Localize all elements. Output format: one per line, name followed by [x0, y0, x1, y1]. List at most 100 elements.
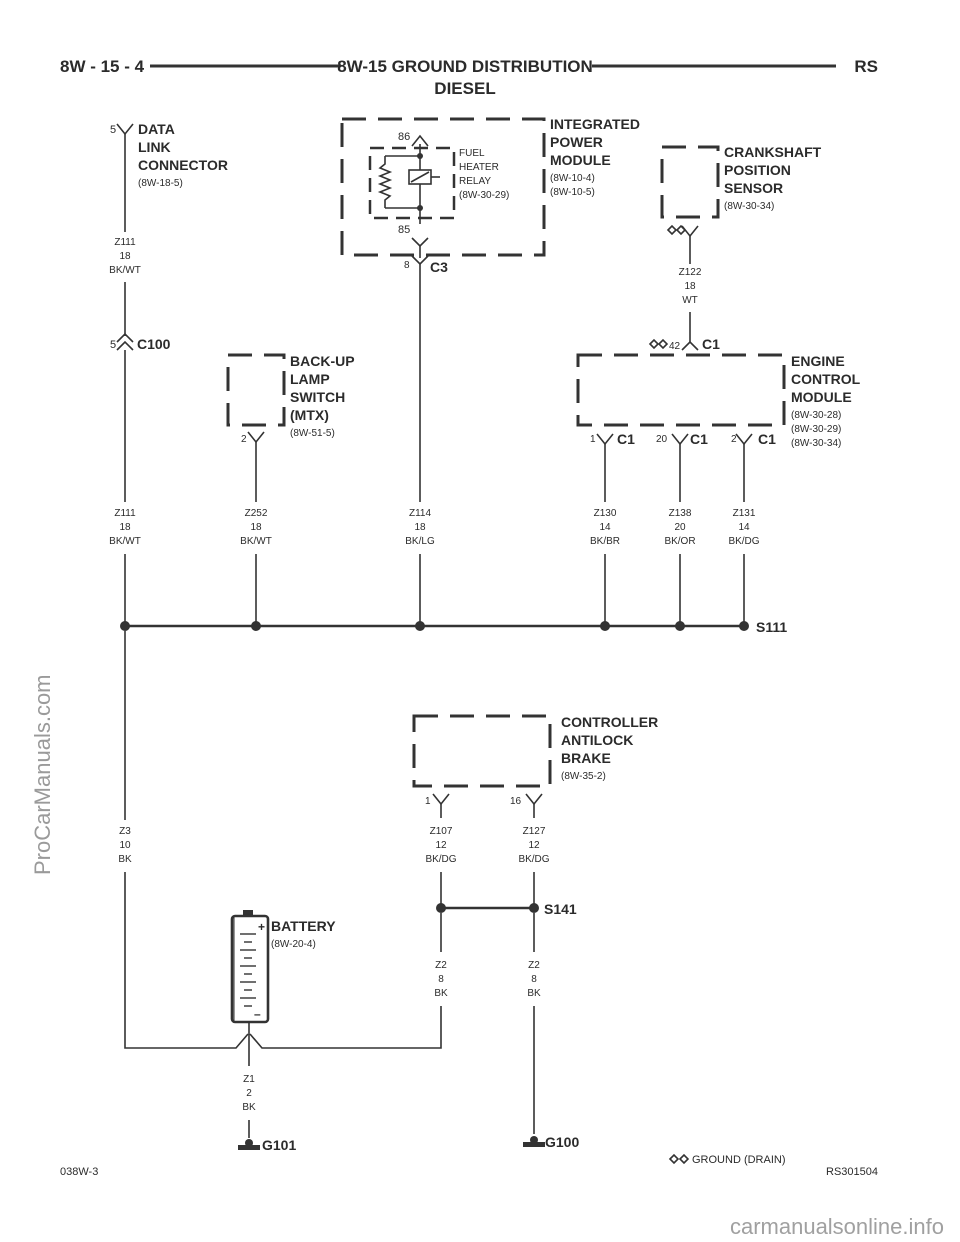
s141-label: S141	[544, 901, 577, 917]
svg-text:18: 18	[119, 522, 131, 533]
ckp-label-2: POSITION	[724, 162, 791, 178]
ground-g101: G101	[238, 1137, 296, 1153]
wire-label-z122: Z122 18 WT	[679, 267, 702, 306]
ecm-pin-20: 20	[656, 434, 668, 445]
battery: + – BATTERY (8W-20-4)	[230, 910, 336, 1024]
s111-label: S111	[756, 619, 787, 635]
svg-text:BK/DG: BK/DG	[518, 854, 549, 865]
wire-label-z107: Z107 12 BK/DG	[425, 826, 456, 865]
relay-label-3: RELAY	[459, 176, 491, 187]
cab-label-3: BRAKE	[561, 750, 611, 766]
svg-text:BK/WT: BK/WT	[109, 536, 141, 547]
cab-pin-1: 1	[425, 796, 431, 807]
ecm-conn-1: C1	[617, 431, 635, 447]
ecm-ref-1: (8W-30-28)	[791, 410, 841, 421]
dlc-label-3: CONNECTOR	[138, 157, 228, 173]
ground-icon	[238, 1139, 260, 1150]
female-terminal-icon	[116, 340, 134, 351]
controller-antilock-brake: CONTROLLER ANTILOCK BRAKE (8W-35-2) 1 16	[412, 714, 658, 807]
ipm-label-1: INTEGRATED	[550, 116, 640, 132]
dlc-ref: (8W-18-5)	[138, 178, 183, 189]
dlc-pin: 5	[110, 124, 116, 136]
integrated-power-module: INTEGRATED POWER MODULE (8W-10-4) (8W-10…	[340, 116, 640, 257]
svg-text:Z131: Z131	[733, 508, 756, 519]
svg-text:Z111: Z111	[114, 508, 136, 519]
female-terminal-icon	[247, 431, 265, 444]
svg-text:Z122: Z122	[679, 267, 702, 278]
ipm-ref-1: (8W-10-4)	[550, 173, 595, 184]
svg-text:8: 8	[531, 974, 537, 985]
svg-text:10: 10	[119, 840, 131, 851]
model-code: RS	[854, 57, 878, 76]
svg-text:BK/DG: BK/DG	[425, 854, 456, 865]
page-header: 8W - 15 - 4 8W-15 GROUND DISTRIBUTION RS…	[60, 57, 878, 98]
resistor-icon	[377, 156, 393, 208]
ecm-conn-2: C1	[690, 431, 708, 447]
wire-label-z3: Z3 10 BK	[118, 826, 132, 865]
g101-label: G101	[262, 1137, 296, 1153]
wire-label-z2-right: Z2 8 BK	[527, 960, 541, 999]
engine-control-module: 42 C1 ENGINE CONTROL MODULE (8W-30-28) (…	[576, 336, 861, 449]
svg-text:12: 12	[528, 840, 540, 851]
ground-drain-icon	[648, 338, 669, 350]
battery-minus: –	[254, 1007, 261, 1021]
ecm-top-pin: 42	[669, 341, 681, 352]
svg-text:Z1: Z1	[243, 1074, 255, 1085]
svg-text:18: 18	[119, 251, 131, 262]
svg-text:Z138: Z138	[669, 508, 692, 519]
ground-icon	[523, 1136, 545, 1147]
svg-text:BK/WT: BK/WT	[109, 265, 141, 276]
splice-s141: S141	[436, 901, 577, 917]
dlc-label-1: DATA	[138, 121, 175, 137]
wire-label-z114: Z114 18 BK/LG	[405, 508, 435, 547]
svg-text:20: 20	[674, 522, 686, 533]
relay-ref: (8W-30-29)	[459, 190, 509, 201]
ecm-pin-1: 1	[590, 434, 596, 445]
dlc-label-2: LINK	[138, 139, 171, 155]
wire-label-z1: Z1 2 BK	[242, 1074, 256, 1113]
svg-text:Z107: Z107	[430, 826, 453, 837]
c100-name: C100	[137, 336, 171, 352]
female-terminal-icon	[116, 123, 134, 136]
ecm-label-2: CONTROL	[791, 371, 861, 387]
svg-text:Z130: Z130	[594, 508, 617, 519]
c3-pin: 8	[404, 260, 410, 271]
female-terminal-icon	[596, 433, 614, 446]
ecm-label-1: ENGINE	[791, 353, 845, 369]
svg-text:2: 2	[246, 1088, 252, 1099]
male-terminal-icon	[116, 332, 134, 343]
figure-code-right: RS301504	[826, 1166, 878, 1178]
svg-text:8: 8	[438, 974, 444, 985]
ckp-label-1: CRANKSHAFT	[724, 144, 822, 160]
ipm-label-3: MODULE	[550, 152, 611, 168]
ground-drain-legend-icon	[668, 1153, 690, 1165]
ecm-ref-3: (8W-30-34)	[791, 438, 841, 449]
g100-label: G100	[545, 1134, 579, 1150]
battery-plus: +	[258, 920, 265, 934]
wire-label-z252: Z252 18 BK/WT	[240, 508, 272, 547]
ecm-top-conn: C1	[702, 336, 720, 352]
crankshaft-position-sensor: CRANKSHAFT POSITION SENSOR (8W-30-34)	[660, 144, 822, 238]
backup-ref: (8W-51-5)	[290, 428, 335, 439]
page-title: 8W-15 GROUND DISTRIBUTION	[337, 57, 593, 76]
svg-text:Z2: Z2	[435, 960, 447, 971]
ecm-pin-2: 2	[731, 434, 737, 445]
wire-label-z130: Z130 14 BK/BR	[590, 508, 620, 547]
female-terminal-icon	[411, 237, 429, 248]
ckp-ref: (8W-30-34)	[724, 201, 774, 212]
backup-label-2: LAMP	[290, 371, 330, 387]
ckp-label-3: SENSOR	[724, 180, 783, 196]
relay-label-1: FUEL	[459, 148, 485, 159]
backup-label-4: (MTX)	[290, 407, 329, 423]
female-terminal-icon	[735, 433, 753, 446]
backup-pin: 2	[241, 434, 247, 445]
svg-text:WT: WT	[682, 295, 698, 306]
svg-text:18: 18	[414, 522, 426, 533]
svg-text:Z3: Z3	[119, 826, 131, 837]
relay-label-2: HEATER	[459, 162, 499, 173]
cab-pin-16: 16	[510, 796, 522, 807]
page-number: 8W - 15 - 4	[60, 57, 145, 76]
relay-pin-85: 85	[398, 224, 410, 236]
svg-text:BK: BK	[118, 854, 132, 865]
connector-c3: 8 C3	[404, 255, 448, 275]
